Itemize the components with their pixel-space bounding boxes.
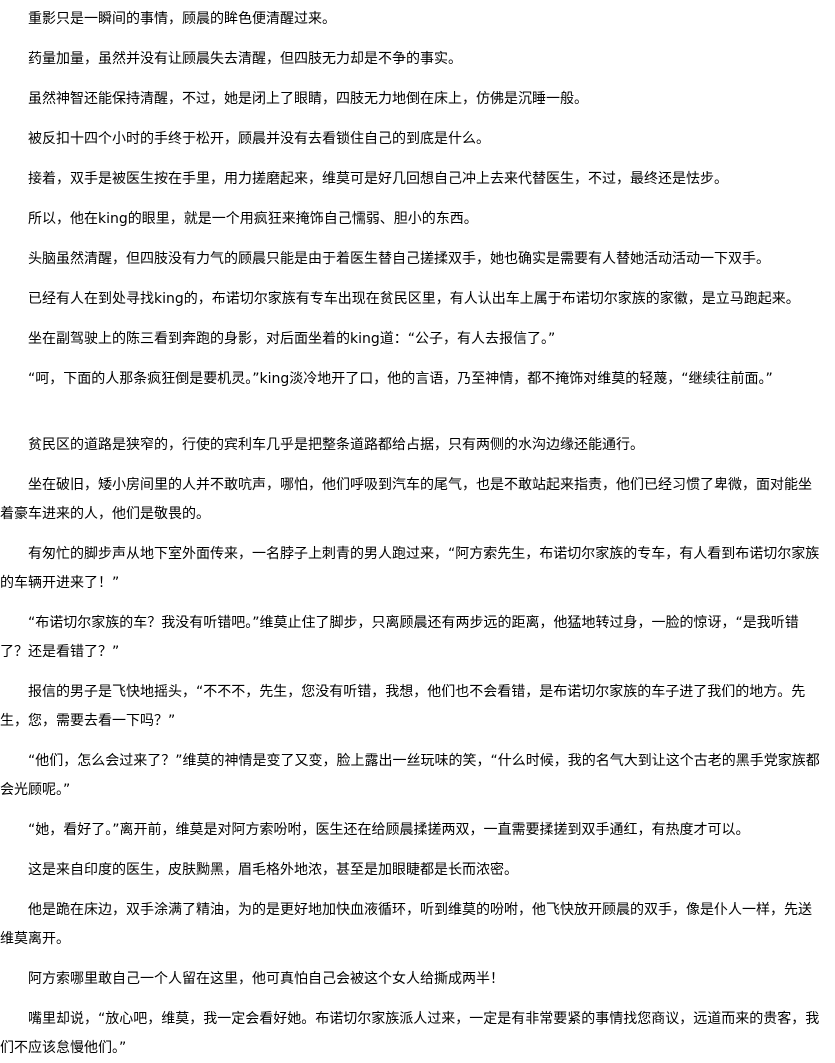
paragraph-group-2: 贫民区的道路是狭窄的，行使的宾利车几乎是把整条道路都给占据，只有两侧的水沟边缘还… [0,431,822,1063]
paragraph: “他们，怎么会过来了？”维莫的神情是变了又变，脸上露出一丝玩味的笑，“什么时候，… [0,753,820,798]
paragraph: 这是来自印度的医生，皮肤黝黑，眉毛格外地浓，甚至是加眼睫都是长而浓密。 [28,862,518,878]
paragraph: “她，看好了。”离开前，维莫是对阿方索吩咐，医生还在给顾晨揉搓两双，一直需要揉搓… [28,822,750,838]
paragraph: “布诺切尔家族的车？我没有听错吧。”维莫止住了脚步，只离顾晨还有两步远的距离，他… [0,615,799,660]
paragraph: 已经有人在到处寻找king的，布诺切尔家族有专车出现在贫民区里，有人认出车上属于… [28,291,800,307]
paragraph: 他是跪在床边，双手涂满了精油，为的是更好地加快血液循环，听到维莫的吩咐，他飞快放… [0,902,812,947]
paragraph: 贫民区的道路是狭窄的，行使的宾利车几乎是把整条道路都给占据，只有两侧的水沟边缘还… [28,437,644,453]
paragraph: 阿方索哪里敢自己一个人留在这里，他可真怕自己会被这个女人给撕成两半！ [28,971,504,987]
paragraph: “呵，下面的人那条疯狂倒是要机灵。”king淡冷地开了口，他的言语，乃至神情，都… [28,371,773,387]
paragraph-group-1: 重影只是一瞬间的事情，顾晨的眸色便清醒过来。 药量加量，虽然并没有让顾晨失去清醒… [0,5,822,394]
paragraph: 所以，他在king的眼里，就是一个用疯狂来掩饰自己懦弱、胆小的东西。 [28,211,478,227]
paragraph: 重影只是一瞬间的事情，顾晨的眸色便清醒过来。 [28,11,336,27]
paragraph: 药量加量，虽然并没有让顾晨失去清醒，但四肢无力却是不争的事实。 [28,51,462,67]
paragraph: 有匆忙的脚步声从地下室外面传来，一名脖子上刺青的男人跑过来，“阿方索先生，布诺切… [0,546,820,591]
paragraph: 坐在副驾驶上的陈三看到奔跑的身影，对后面坐着的king道：“公子，有人去报信了。… [28,331,556,347]
paragraph: 头脑虽然清醒，但四肢没有力气的顾晨只能是由于着医生替自己搓揉双手，她也确实是需要… [28,251,770,267]
paragraph: 虽然神智还能保持清醒，不过，她是闭上了眼睛，四肢无力地倒在床上，仿佛是沉睡一般。 [28,91,588,107]
paragraph: 接着，双手是被医生按在手里，用力搓磨起来，维莫可是好几回想自己冲上去来代替医生，… [28,171,728,187]
paragraph: 被反扣十四个小时的手终于松开，顾晨并没有去看锁住自己的到底是什么。 [28,131,490,147]
paragraph: 嘴里却说，“放心吧，维莫，我一定会看好她。布诺切尔家族派人过来，一定是有非常要紧… [0,1011,820,1056]
paragraph: 报信的男子是飞快地摇头，“不不不，先生，您没有听错，我想，他们也不会看错，是布诺… [0,684,806,729]
paragraph: 坐在破旧，矮小房间里的人并不敢吭声，哪怕，他们呼吸到汽车的尾气，也是不敢站起来指… [0,477,812,522]
section-gap [0,405,822,431]
